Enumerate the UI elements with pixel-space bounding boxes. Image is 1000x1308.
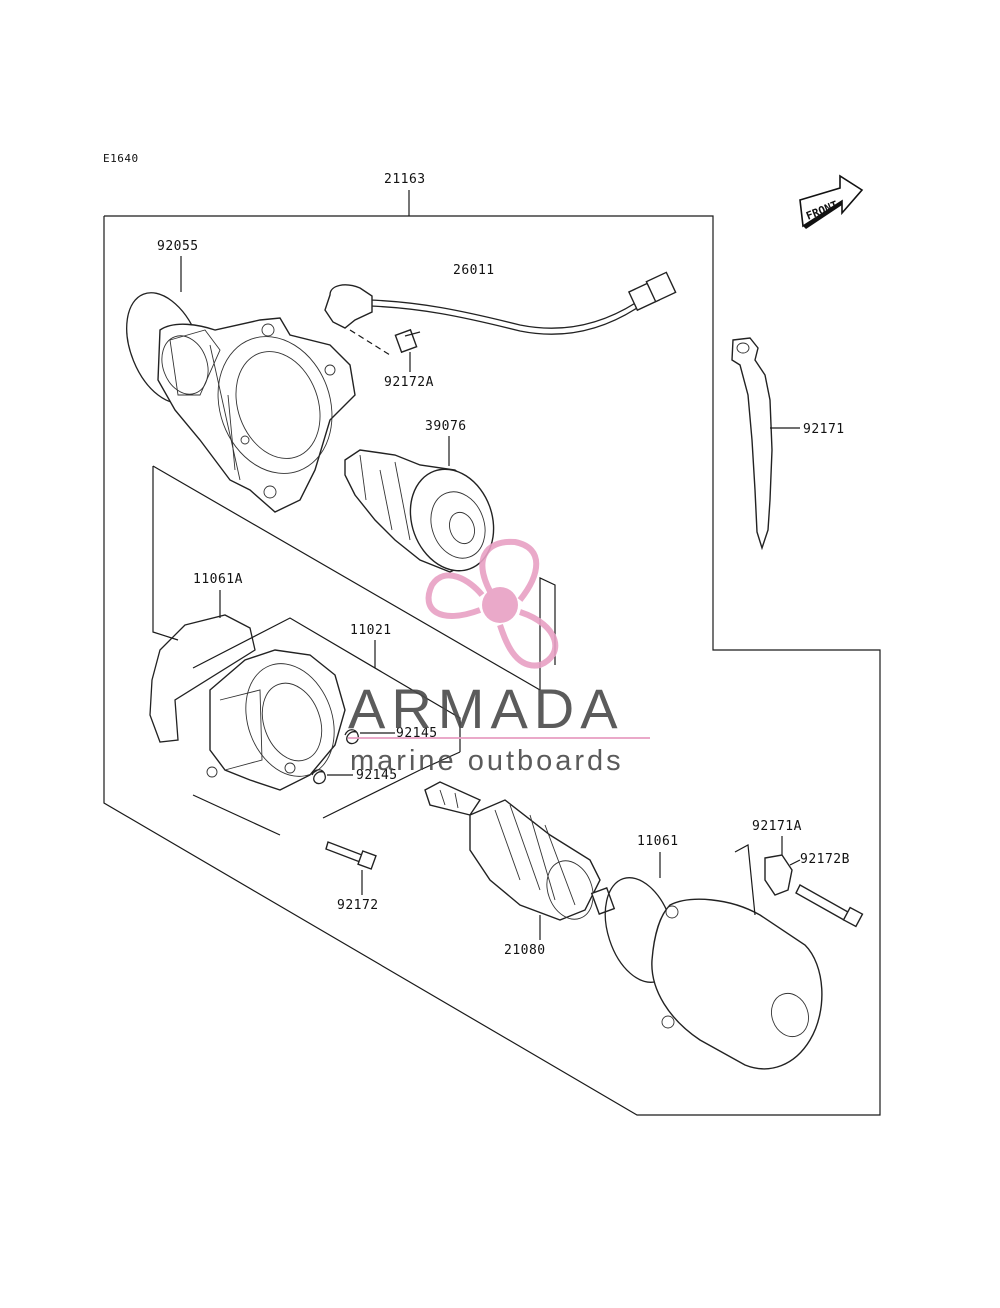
clamp-92171a [764,854,793,896]
band-92171 [731,337,773,551]
leader-26011-dash [349,329,391,356]
bolt-92172 [325,841,377,870]
bolt-92172b [795,884,864,928]
diagram-code: E1640 [103,152,139,165]
part-label-92172[interactable]: 92172 [337,898,379,913]
part-label-11061[interactable]: 11061 [637,834,679,849]
part-label-11021[interactable]: 11021 [350,623,392,638]
watermark-tagline: marine outboards [350,745,624,777]
bracket-left [152,466,179,641]
front-arrow-icon: FRONT [799,174,864,229]
assembly-outline [103,215,881,1116]
front-cover-housing [157,317,356,513]
yoke-housing [651,898,823,1070]
armature-21080 [424,781,616,921]
leader-92172b [789,859,801,866]
starter-clutch-39076 [344,449,495,573]
bracket-bottom [192,794,281,836]
propeller-logo-icon [425,538,559,669]
gasket-11061a [149,614,256,743]
bracket-clamp [734,844,756,916]
part-label-11061a[interactable]: 11061A [193,572,243,587]
brush-holder-11021 [206,649,346,791]
part-label-39076[interactable]: 39076 [425,419,467,434]
watermark-brand: ARMADA [348,677,624,740]
bracket-spring [322,751,461,819]
part-label-92171[interactable]: 92171 [803,422,845,437]
bracket-brush [192,617,461,752]
part-label-21080[interactable]: 21080 [504,943,546,958]
part-label-92145-lower[interactable]: 92145 [356,768,398,783]
part-label-92171a[interactable]: 92171A [752,819,802,834]
spring-92145-lower [311,769,326,785]
part-label-92172a[interactable]: 92172A [384,375,434,390]
part-label-26011[interactable]: 26011 [453,263,495,278]
lead-wire-26011 [324,271,677,335]
spring-92145-upper [344,729,359,745]
part-label-92055[interactable]: 92055 [157,239,199,254]
bracket-top-diag [152,465,541,691]
bolt-92172a [394,328,421,354]
part-label-21163[interactable]: 21163 [384,172,426,187]
bracket-right [539,577,556,690]
part-label-92172b[interactable]: 92172B [800,852,850,867]
armada-watermark: ARMADA marine outboards [348,538,650,777]
